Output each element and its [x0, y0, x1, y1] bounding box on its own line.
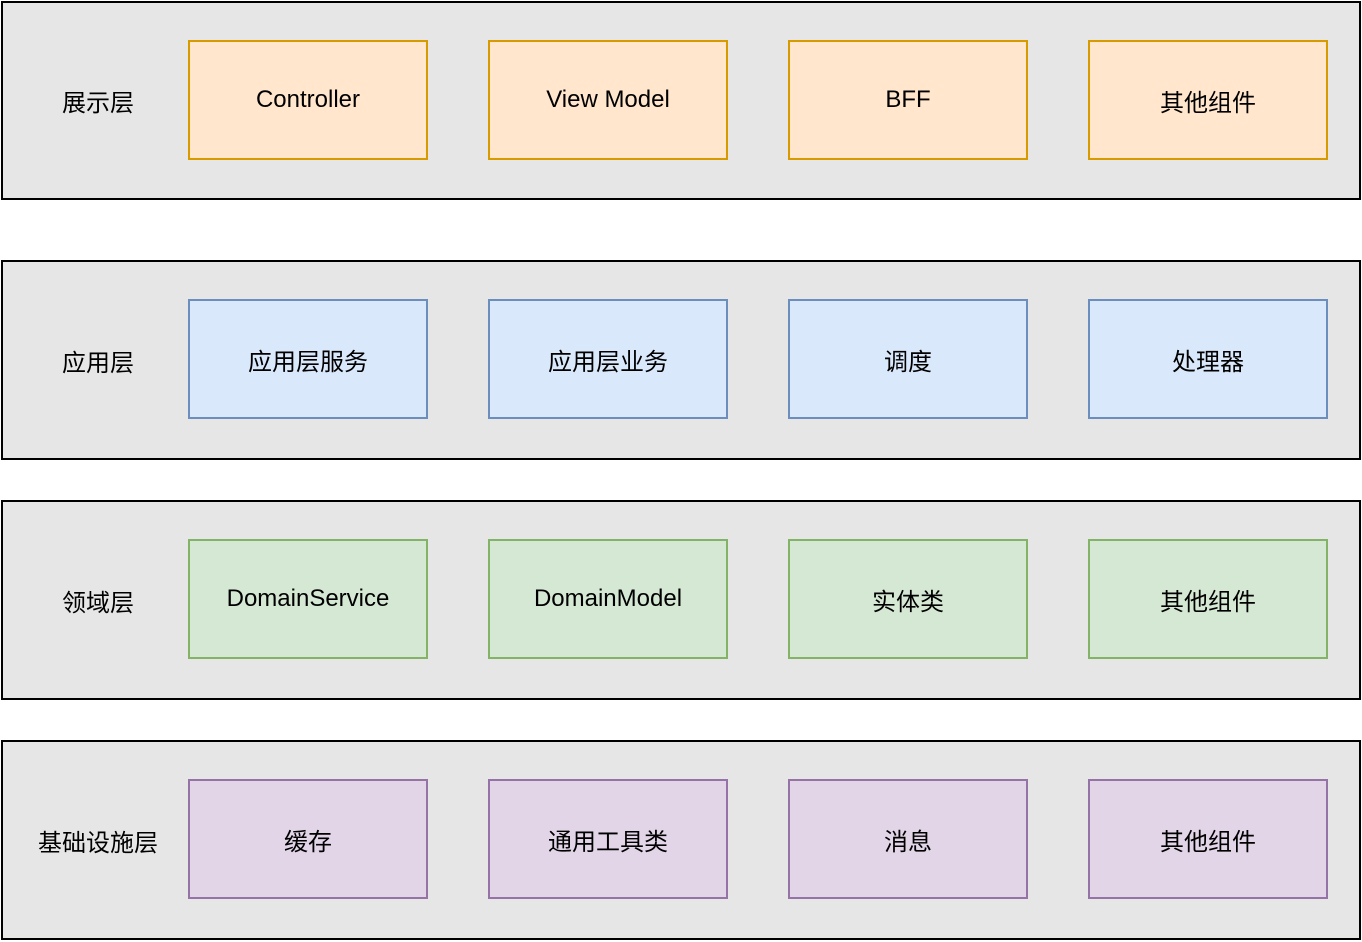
component-box-other-presentation: 其他组件 — [1088, 40, 1328, 160]
component-label: 其他组件 — [1160, 89, 1256, 117]
component-label: 调度 — [884, 348, 932, 376]
band-domain-layer: 领域层 DomainService DomainModel 实体类 其他组件 — [1, 500, 1361, 700]
component-label: 应用层服务 — [248, 348, 368, 376]
component-box-common-utils: 通用工具类 — [488, 779, 728, 899]
band-presentation-layer: 展示层 Controller View Model BFF 其他组件 — [1, 1, 1361, 200]
component-box-bff: BFF — [788, 40, 1028, 160]
component-box-message: 消息 — [788, 779, 1028, 899]
component-box-view-model: View Model — [488, 40, 728, 160]
component-box-scheduler: 调度 — [788, 299, 1028, 419]
component-box-controller: Controller — [188, 40, 428, 160]
component-label: DomainModel — [533, 585, 683, 612]
component-box-app-service: 应用层服务 — [188, 299, 428, 419]
component-label: View Model — [546, 86, 670, 113]
component-label: DomainService — [226, 585, 390, 612]
component-label: 其他组件 — [1160, 828, 1256, 856]
component-box-app-business: 应用层业务 — [488, 299, 728, 419]
component-box-other-domain: 其他组件 — [1088, 539, 1328, 659]
component-label: 应用层业务 — [548, 348, 668, 376]
component-label: BFF — [885, 86, 931, 113]
component-box-cache: 缓存 — [188, 779, 428, 899]
component-label: 处理器 — [1172, 348, 1244, 376]
layer-label-infrastructure: 基础设施层 — [38, 829, 158, 857]
component-box-entity-class: 实体类 — [788, 539, 1028, 659]
component-box-other-infrastructure: 其他组件 — [1088, 779, 1328, 899]
component-label: 通用工具类 — [548, 828, 668, 856]
layer-label-presentation: 展示层 — [62, 90, 134, 117]
component-box-domain-model: DomainModel — [488, 539, 728, 659]
component-label: 消息 — [884, 828, 932, 856]
component-box-processor: 处理器 — [1088, 299, 1328, 419]
layer-label-application: 应用层 — [62, 349, 134, 377]
component-label: 其他组件 — [1160, 588, 1256, 616]
component-label: Controller — [255, 86, 361, 113]
component-label: 缓存 — [284, 828, 332, 856]
layer-label-domain: 领域层 — [62, 589, 134, 617]
component-label: 实体类 — [872, 588, 944, 616]
band-application-layer: 应用层 应用层服务 应用层业务 调度 处理器 — [1, 260, 1361, 460]
component-box-domain-service: DomainService — [188, 539, 428, 659]
band-infrastructure-layer: 基础设施层 缓存 通用工具类 消息 其他组件 — [1, 740, 1361, 940]
